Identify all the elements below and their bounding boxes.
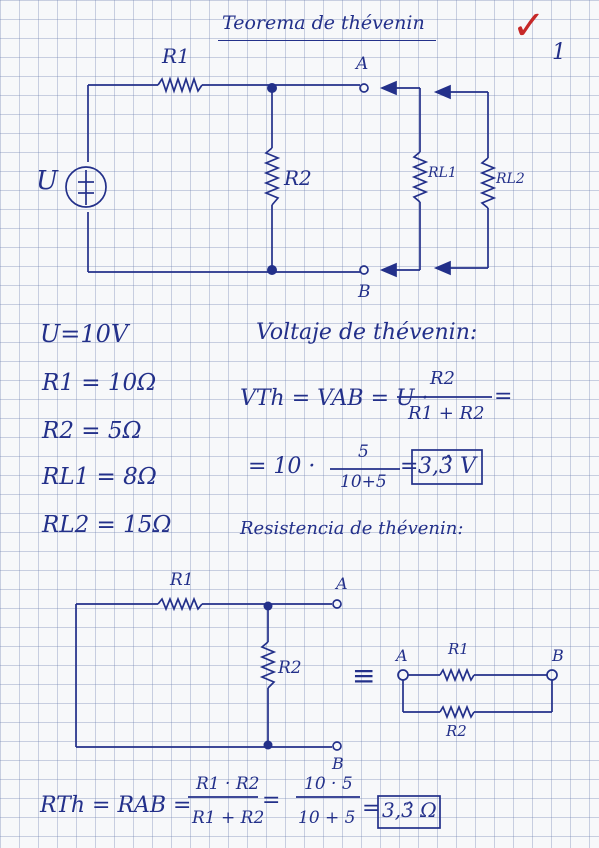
rth-denominator2: 10 + 5: [298, 808, 356, 828]
rth-numerator: R1 · R2: [196, 774, 260, 794]
c2-node-b-label: B: [332, 754, 344, 773]
rth-denominator: R1 + R2: [192, 808, 265, 828]
c2-r1-label: R1: [170, 570, 194, 590]
check-mark: ✓: [512, 3, 546, 49]
r1-label: R1: [162, 44, 190, 68]
rth-result: 3,3̂ Ω: [382, 798, 437, 822]
given-rl2: RL2 = 15Ω: [42, 512, 172, 538]
given-rl1: RL1 = 8Ω: [42, 464, 157, 490]
vth-equals: =: [494, 384, 513, 409]
resistance-heading: Resistencia de thévenin:: [240, 518, 464, 539]
rth-lhs: RTh = RAB =: [40, 793, 192, 818]
vth-result: 3,3̂ V: [418, 454, 476, 479]
source-label: U: [36, 166, 58, 196]
vth-equals2: =: [400, 454, 419, 479]
node-a-label: A: [356, 54, 369, 74]
vth-numerator: R2: [430, 368, 456, 389]
given-u: U=10V: [40, 320, 129, 348]
title-underline: [218, 40, 436, 41]
rl1-label: RL1: [428, 165, 457, 181]
vth-numerator2: 5: [358, 442, 369, 462]
page-number: 1: [552, 40, 566, 65]
given-r2: R2 = 5Ω: [42, 418, 142, 444]
given-r1: R1 = 10Ω: [42, 370, 157, 396]
c3-r1-label: R1: [448, 640, 469, 658]
c3-node-b-label: B: [552, 646, 564, 665]
vth-denominator2: 10+5: [340, 472, 387, 492]
equivalence-symbol: ≡: [352, 659, 376, 692]
c2-node-a-label: A: [336, 574, 348, 593]
voltage-heading: Voltaje de thévenin:: [256, 320, 478, 345]
c2-r2-label: R2: [278, 658, 302, 678]
node-b-label: B: [358, 282, 371, 302]
r2-label: R2: [284, 166, 312, 190]
page-title: Teorema de thévenin: [222, 12, 425, 34]
vth-line2: = 10 ·: [248, 454, 316, 479]
rth-numerator2: 10 · 5: [304, 774, 353, 794]
c3-node-a-label: A: [396, 646, 408, 665]
rth-equals: =: [262, 788, 281, 813]
vth-lhs: VTh = VAB = U ·: [240, 386, 429, 411]
vth-denominator: R1 + R2: [408, 403, 485, 424]
rth-equals2: =: [362, 796, 381, 821]
c3-r2-label: R2: [446, 722, 467, 740]
rl2-label: RL2: [496, 171, 525, 187]
